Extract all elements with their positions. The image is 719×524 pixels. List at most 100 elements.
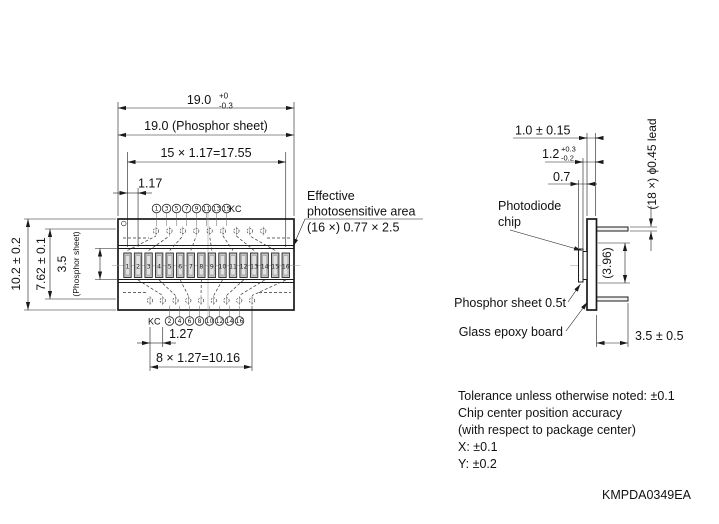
chip-number: 9 xyxy=(210,263,214,270)
dim-lead-length: 3.5 ± 0.5 xyxy=(635,329,684,343)
pin-label-number: 14 xyxy=(226,318,234,325)
bond-wire-dashed xyxy=(251,279,286,296)
note-reference: (with respect to package center) xyxy=(458,423,636,437)
dim-bottom-pitch: 1.27 xyxy=(169,327,193,341)
effective-area-leader xyxy=(292,218,423,247)
effective-area-line3: (16 ×) 0.77 × 2.5 xyxy=(307,221,399,235)
dim-board-offset: 1.0 ± 0.15 xyxy=(515,124,571,138)
pin-label-number: 6 xyxy=(188,318,192,325)
bond-wire-dashed xyxy=(169,235,184,251)
photodiode-chip-window xyxy=(125,255,130,276)
dim-phosphor-height: 3.5 xyxy=(55,255,69,272)
photodiode-chip-window xyxy=(272,255,278,276)
pin-label-number: 9 xyxy=(195,206,199,213)
bond-pads xyxy=(146,226,267,305)
effective-area-line1: Effective xyxy=(307,189,355,203)
bond-wire-dashed xyxy=(179,279,189,296)
pin-label-circle xyxy=(184,316,195,326)
bond-wire-dashed xyxy=(158,279,176,296)
effective-area-line2: photosensitive area xyxy=(307,205,415,219)
pin-label-circle xyxy=(151,203,162,214)
phosphor-sheet-leader xyxy=(567,283,581,303)
photodiode-chip-window xyxy=(177,255,183,276)
pin-label-number: 10 xyxy=(206,318,214,325)
pin-label-number: 5 xyxy=(175,206,179,213)
bond-wire-dashed xyxy=(213,279,223,296)
chip-number: 10 xyxy=(219,263,227,270)
bond-wire-dashed xyxy=(148,235,170,251)
bond-wire-dashed xyxy=(236,235,255,251)
pin-label-number: 3 xyxy=(165,206,169,213)
dim-board-tol-plus: +0.3 xyxy=(561,145,576,154)
side-extension-lines xyxy=(578,133,657,347)
chip-number: 6 xyxy=(178,263,182,270)
chip-number: 5 xyxy=(168,263,172,270)
drawing-number: KMPDA0349EA xyxy=(602,488,692,502)
chip-number: 11 xyxy=(229,263,237,270)
extension-lines xyxy=(24,102,295,371)
phosphor-sheet xyxy=(578,248,584,283)
dim-width: 19.0 xyxy=(187,93,211,107)
pin-label-circle xyxy=(194,316,205,326)
pin-label-circle xyxy=(214,316,225,326)
bond-wire-dashed xyxy=(127,235,157,251)
pin-label-number: 13 xyxy=(213,206,221,213)
pin-label-circle xyxy=(174,316,185,326)
photodiode-chip-window xyxy=(135,255,141,276)
photodiode-chip-window xyxy=(198,255,204,276)
photodiode-chip-leader xyxy=(509,229,583,251)
top-kc-label: KC xyxy=(229,204,242,214)
dim-chip-pitch: 1.17 xyxy=(138,177,162,191)
dim-width-tol-plus: +0 xyxy=(219,92,229,101)
dim-bottom-span: 8 × 1.27=10.16 xyxy=(156,351,240,365)
photodiode-chip-window xyxy=(262,255,268,276)
pin-label-number: 8 xyxy=(198,318,202,325)
pin-label-circle xyxy=(204,316,215,326)
pin-label-circle xyxy=(181,203,192,214)
photodiode-chip-label-1: Photodiode xyxy=(498,199,561,213)
dim-lead-rows: 7.62 ± 0.1 xyxy=(34,237,48,291)
chip-number: 4 xyxy=(157,263,161,270)
photodiode-chip-window xyxy=(251,255,257,276)
bond-wire-dashed xyxy=(226,279,244,296)
pin1-index-mark xyxy=(121,220,127,227)
glass-board-label: Glass epoxy board xyxy=(459,325,563,339)
side-dimension-lines xyxy=(513,135,654,346)
dim-chip-span: 15 × 1.17=17.55 xyxy=(160,146,251,160)
pin-label-circle xyxy=(171,203,182,214)
bond-wire-dashed xyxy=(209,235,213,251)
pin-label-number: 7 xyxy=(185,206,189,213)
photodiode-chip-window xyxy=(167,255,173,276)
pin-label-number: 16 xyxy=(236,318,244,325)
pin-label-circle xyxy=(234,316,245,326)
note-accuracy: Chip center position accuracy xyxy=(458,406,623,420)
chip-number: 3 xyxy=(147,263,151,270)
dim-width-tol-minus: -0.3 xyxy=(219,102,233,111)
bottom-lead xyxy=(596,296,629,302)
pin-label-circle xyxy=(161,203,172,214)
chip-number: 16 xyxy=(282,263,290,270)
note-y: Y: ±0.2 xyxy=(458,457,497,471)
top-lead xyxy=(596,226,629,232)
photodiode-chip-window xyxy=(188,255,194,276)
glass-epoxy-board xyxy=(586,218,598,311)
photodiode-chip-window xyxy=(209,255,215,276)
lead-label: (18 ×) ϕ0.45 lead xyxy=(645,118,659,209)
bond-wire-dashes xyxy=(123,235,291,296)
front-dimension-lines xyxy=(25,105,294,370)
photodiode-chip-label-2: chip xyxy=(498,215,521,229)
chip-number: 7 xyxy=(189,263,193,270)
phosphor-sheet-label: Phosphor sheet 0.5t xyxy=(454,296,566,310)
pin-label-number: 15 xyxy=(223,206,231,213)
dim-phosphor-height-note: (Phosphor sheet) xyxy=(71,231,81,296)
dim-lead-gap: (3.96) xyxy=(600,247,614,278)
photodiode-chip-window xyxy=(220,255,225,276)
pin-label-number: 4 xyxy=(178,318,182,325)
dim-width-phosphor: 19.0 (Phosphor sheet) xyxy=(144,119,268,133)
side-view: 1.0 ± 0.15 1.2 +0.3 -0.2 0.7 (18 ×) ϕ0.4… xyxy=(454,118,684,347)
pin-label-number: 1 xyxy=(155,206,159,213)
